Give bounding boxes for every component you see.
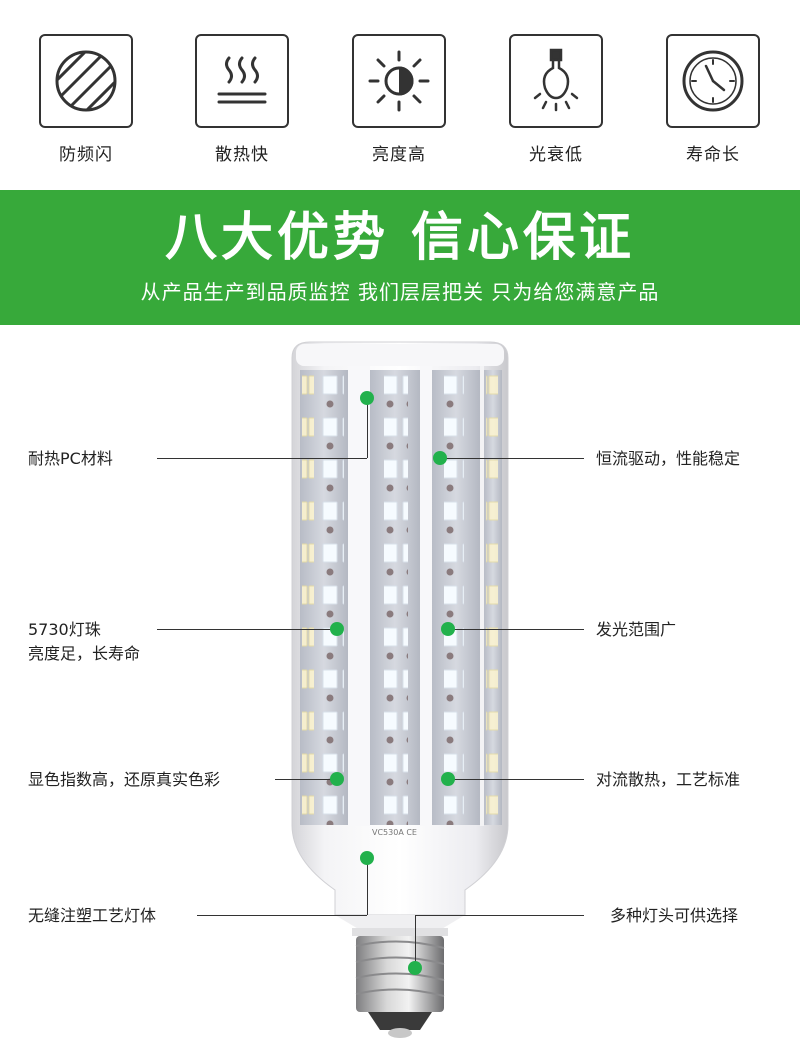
callout-heat-resistant-pc: 耐热PC材料 <box>28 447 113 471</box>
callout-convection-cooling: 对流散热，工艺标准 <box>596 768 740 792</box>
callout-multiple-bases: 多种灯头可供选择 <box>610 904 738 928</box>
bulb-icon <box>509 34 603 128</box>
callout-line <box>448 779 584 780</box>
corn-led-bulb-image: VC530A CE <box>291 341 509 1038</box>
callout-line <box>367 398 368 458</box>
banner-title: 八大优势 信心保证 <box>164 208 636 268</box>
callout-line <box>367 858 368 915</box>
callout-line <box>197 915 367 916</box>
product-marking: VC530A CE <box>372 828 417 837</box>
banner-subtitle: 从产品生产到品质监控 我们层层把关 只为给您满意产品 <box>140 280 660 304</box>
brightness-icon <box>352 34 446 128</box>
callout-line <box>415 915 416 968</box>
callout-wide-beam: 发光范围广 <box>596 618 676 642</box>
heat-dissipation-icon <box>195 34 289 128</box>
callout-line <box>415 915 584 916</box>
callout-dot <box>433 451 447 465</box>
advantages-banner: 八大优势 信心保证 从产品生产到品质监控 我们层层把关 只为给您满意产品 <box>0 190 800 325</box>
clock-icon <box>666 34 760 128</box>
callout-text: 发光范围广 <box>596 620 677 639</box>
feature-icons-row: 防频闪 散热快 <box>0 0 800 190</box>
feature-label: 光衰低 <box>529 145 583 165</box>
callout-dot <box>330 772 344 786</box>
callout-line <box>157 629 337 630</box>
callout-text: 无缝注塑工艺灯体 <box>28 906 157 925</box>
callout-text: 5730灯珠 <box>28 620 101 639</box>
callout-dot <box>441 622 455 636</box>
feature-low-decay: 光衰低 <box>509 34 603 165</box>
feature-brightness: 亮度高 <box>352 34 446 165</box>
feature-label: 亮度高 <box>372 145 426 165</box>
callout-text: 恒流驱动，性能稳定 <box>596 449 741 468</box>
callout-text: 对流散热，工艺标准 <box>596 770 741 789</box>
callout-line <box>448 629 584 630</box>
feature-heat-dissipation: 散热快 <box>195 34 289 165</box>
feature-long-life: 寿命长 <box>666 34 760 165</box>
callout-text: 耐热PC材料 <box>28 449 113 468</box>
flicker-free-icon <box>39 34 133 128</box>
callout-seamless-molding: 无缝注塑工艺灯体 <box>28 904 156 928</box>
feature-label: 防频闪 <box>59 145 113 165</box>
callout-text: 亮度足，长寿命 <box>28 644 141 663</box>
callout-color-rendering: 显色指数高，还原真实色彩 <box>28 768 220 792</box>
callout-constant-current: 恒流驱动，性能稳定 <box>596 447 740 471</box>
callout-dot <box>441 772 455 786</box>
callout-text: 多种灯头可供选择 <box>610 906 739 925</box>
callout-dot <box>360 851 374 865</box>
callout-line <box>440 458 584 459</box>
feature-flicker-free: 防频闪 <box>39 34 133 165</box>
callout-line <box>275 779 337 780</box>
callout-text: 显色指数高，还原真实色彩 <box>28 770 221 789</box>
callout-dot <box>330 622 344 636</box>
feature-label: 寿命长 <box>686 145 740 165</box>
feature-label: 散热快 <box>215 145 269 165</box>
callout-dot <box>360 391 374 405</box>
callout-dot <box>408 961 422 975</box>
callout-5730-leds: 5730灯珠 亮度足，长寿命 <box>28 618 140 666</box>
callout-line <box>157 458 367 459</box>
